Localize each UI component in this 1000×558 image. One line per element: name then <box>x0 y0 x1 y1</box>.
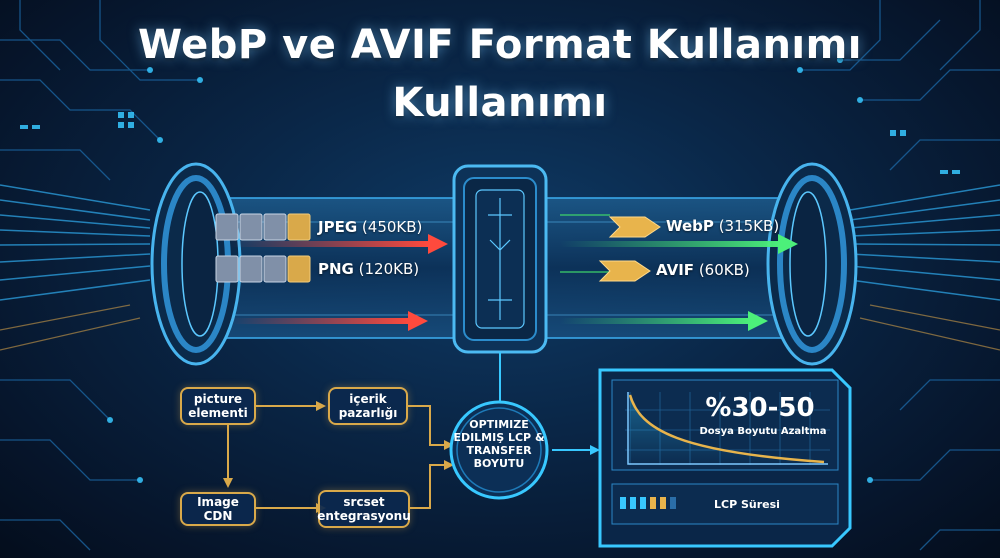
perspective-lines <box>0 184 1000 301</box>
red-input-arrows <box>230 234 448 331</box>
webp-size: (315KB) <box>718 217 780 235</box>
output-connectors <box>499 352 600 455</box>
right-ring <box>766 162 858 366</box>
format-chevrons <box>598 216 661 282</box>
image-cdn-box: Image CDN <box>180 492 256 526</box>
png-name: PNG <box>318 260 354 278</box>
jpeg-size: (450KB) <box>361 218 423 236</box>
webp-name: WebP <box>666 217 714 235</box>
avif-label: AVIF (60KB) <box>656 261 750 279</box>
green-output-arrows <box>560 214 798 331</box>
reduction-percentage: %30-50 <box>705 393 815 423</box>
lcp-time-label: LCP Süresi <box>714 498 780 511</box>
circuit-nodes <box>20 57 960 483</box>
title-line-2: Kullanımı <box>392 80 608 126</box>
png-size: (120KB) <box>358 260 420 278</box>
optimized-lcp-text: OPTIMIZE EDILMIŞ LCP & TRANSFER BOYUTU <box>453 418 545 470</box>
title-line-1: WebP ve AVIF Format Kullanımı <box>137 22 863 68</box>
png-label: PNG (120KB) <box>318 260 419 278</box>
png-file-stack <box>215 255 311 283</box>
reduction-subtitle: Dosya Boyutu Azaltma <box>699 426 827 437</box>
content-negotiation-box: içerik pazarlığı <box>328 387 408 425</box>
jpeg-file-stack <box>215 213 311 241</box>
avif-name: AVIF <box>656 261 695 279</box>
avif-size: (60KB) <box>698 261 750 279</box>
jpeg-name: JPEG <box>318 218 358 236</box>
results-panel <box>598 368 852 548</box>
optimized-hub-circle <box>449 400 549 500</box>
jpeg-label: JPEG (450KB) <box>318 218 422 236</box>
center-converter <box>452 164 548 354</box>
picture-element-box: picture elementi <box>180 387 256 425</box>
srcset-integration-box: srcset entegrasyonu <box>317 490 411 528</box>
webp-label: WebP (315KB) <box>666 217 779 235</box>
